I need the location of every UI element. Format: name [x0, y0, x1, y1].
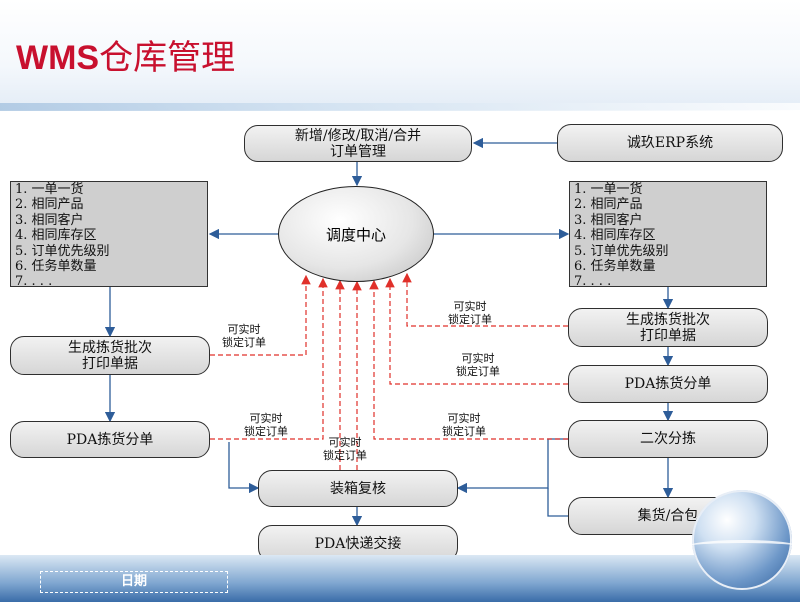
list-item: 5. 订单优先级别 [574, 243, 669, 259]
lock-label-left-pda: 可实时 锁定订单 [244, 412, 288, 438]
footer-background [0, 555, 800, 602]
date-placeholder: 日期 [40, 571, 228, 593]
left-rule-list: 1. 一单一货 2. 相同产品 3. 相同客户 4. 相同库存区 5. 订单优先… [10, 181, 208, 290]
lock-arrow-left-pda [210, 277, 328, 440]
list-item: 1. 一单一货 [574, 182, 643, 197]
list-item: 4. 相同库存区 [15, 228, 97, 244]
list-item: 3. 相同客户 [15, 212, 84, 228]
pack-check-node: 装箱复核 [258, 470, 458, 507]
list-item: 3. 相同客户 [574, 212, 643, 228]
title-cjk: 仓库管理 [99, 38, 236, 78]
right-pda-pick-node: PDA拣货分单 [568, 365, 768, 403]
lock-label-right-pda: 可实时 锁定订单 [456, 352, 500, 378]
list-item: 4. 相同库存区 [574, 228, 656, 244]
title-latin: WMS [16, 39, 100, 77]
list-item: 2. 相同产品 [574, 197, 643, 213]
lock-label-second-sort: 可实时 锁定订单 [442, 412, 486, 438]
order-management-node: 新增/修改/取消/合并 订单管理 [244, 125, 472, 162]
lock-arrow-left-batch [210, 274, 311, 356]
dispatch-center-node: 调度中心 [278, 186, 434, 282]
erp-system-node: 诚玖ERP系统 [557, 124, 783, 162]
header-background [0, 0, 800, 110]
left-pick-batch-node: 生成拣货批次 打印单据 [10, 336, 210, 375]
lock-arrow-right-batch [402, 272, 568, 327]
arrow-sort-to-pack [456, 438, 568, 494]
list-item: 1. 一单一货 [15, 182, 84, 197]
header-divider [0, 103, 800, 111]
left-pda-pick-node: PDA拣货分单 [10, 421, 210, 458]
list-item: 2. 相同产品 [15, 197, 84, 213]
lock-arrow-second-sort [369, 279, 568, 440]
globe-band-decoration [688, 540, 798, 553]
lock-label-right-batch: 可实时 锁定订单 [448, 300, 492, 326]
lock-label-left-batch: 可实时 锁定订单 [222, 323, 266, 349]
line-consolidate-to-bus [547, 488, 568, 517]
second-sort-node: 二次分拣 [568, 420, 768, 458]
right-rule-list: 1. 一单一货 2. 相同产品 3. 相同客户 4. 相同库存区 5. 订单优先… [569, 181, 767, 290]
page-title: WMS仓库管理 [16, 30, 235, 79]
list-item: 7. . . . [15, 274, 53, 290]
arrow-left-pda-to-pack [228, 442, 260, 494]
list-item: 7. . . . [574, 274, 612, 290]
list-item: 6. 任务单数量 [574, 259, 656, 275]
list-item: 6. 任务单数量 [15, 259, 97, 275]
list-item: 5. 订单优先级别 [15, 243, 110, 259]
lock-label-pack: 可实时 锁定订单 [323, 436, 367, 462]
right-pick-batch-node: 生成拣货批次 打印单据 [568, 308, 768, 347]
lock-arrow-right-pda [385, 277, 568, 385]
